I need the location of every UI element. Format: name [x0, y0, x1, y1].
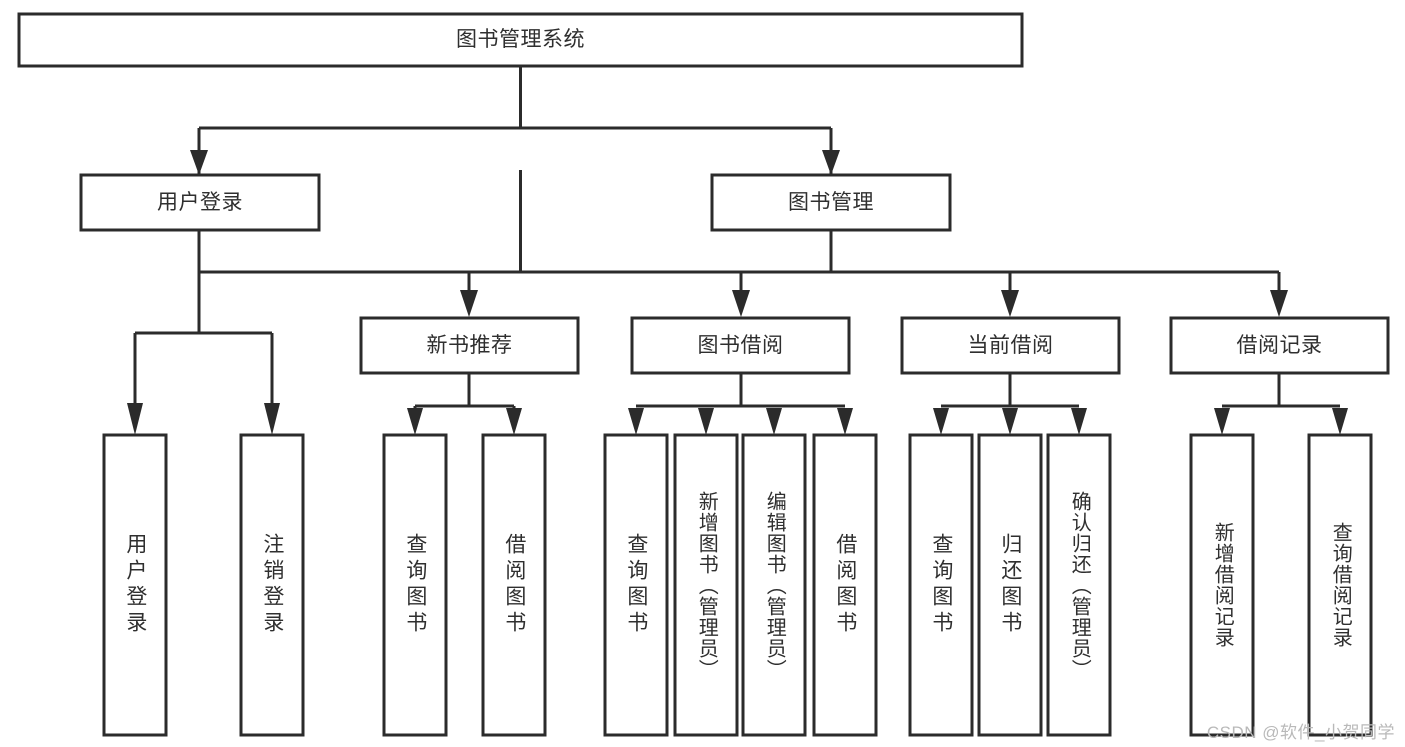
node-box-leaf-query-book-2[interactable]	[603, 433, 669, 737]
arrow-head-currentborrow-leaf-3	[1071, 408, 1087, 435]
arrow-head-currentborrow-leaf-2	[1002, 408, 1018, 435]
node-box-leaf-edit-book[interactable]	[741, 433, 807, 737]
node-box-root[interactable]	[17, 12, 1024, 68]
node-box-leaf-query-book-1[interactable]	[382, 433, 448, 737]
arrow-head-leaf-logout	[264, 403, 280, 435]
arrow-head-book-borrow	[732, 290, 750, 317]
arrow-head-borrowrecord-leaf-1	[1214, 408, 1230, 435]
node-box-book-management[interactable]	[710, 173, 952, 232]
node-box-leaf-confirm-return[interactable]	[1046, 433, 1112, 737]
watermark-text: CSDN @软件_小贺同学	[1206, 723, 1395, 742]
arrow-head-bookborrow-leaf-3	[766, 408, 782, 435]
node-box-leaf-add-record[interactable]	[1189, 433, 1255, 737]
arrow-head-book-management	[822, 150, 840, 175]
arrow-head-bookborrow-leaf-4	[837, 408, 853, 435]
node-box-new-book-recommend[interactable]	[359, 316, 580, 375]
node-box-leaf-return-book[interactable]	[977, 433, 1043, 737]
node-box-user-login[interactable]	[79, 173, 321, 232]
node-box-leaf-borrow-book-1[interactable]	[481, 433, 547, 737]
arrow-head-leaf-user-login	[127, 403, 143, 435]
node-box-leaf-borrow-book-2[interactable]	[812, 433, 878, 737]
node-box-leaf-add-book[interactable]	[673, 433, 739, 737]
arrow-head-bookborrow-leaf-1	[628, 408, 644, 435]
arrow-head-borrow-record	[1270, 290, 1288, 317]
node-box-book-borrow[interactable]	[630, 316, 851, 375]
arrow-head-new-book	[460, 290, 478, 317]
node-box-leaf-query-book-3[interactable]	[908, 433, 974, 737]
node-box-current-borrow[interactable]	[900, 316, 1121, 375]
node-box-leaf-query-record[interactable]	[1307, 433, 1373, 737]
arrow-head-bookborrow-leaf-2	[698, 408, 714, 435]
arrow-head-user-login	[190, 150, 208, 175]
node-box-leaf-user-login[interactable]	[102, 433, 168, 737]
node-box-leaf-logout[interactable]	[239, 433, 305, 737]
arrow-head-current-borrow	[1001, 290, 1019, 317]
arrow-head-newbook-leaf-2	[506, 408, 522, 435]
arrow-head-newbook-leaf-1	[407, 408, 423, 435]
arrow-head-borrowrecord-leaf-2	[1332, 408, 1348, 435]
node-box-borrow-record[interactable]	[1169, 316, 1390, 375]
arrow-head-currentborrow-leaf-1	[933, 408, 949, 435]
